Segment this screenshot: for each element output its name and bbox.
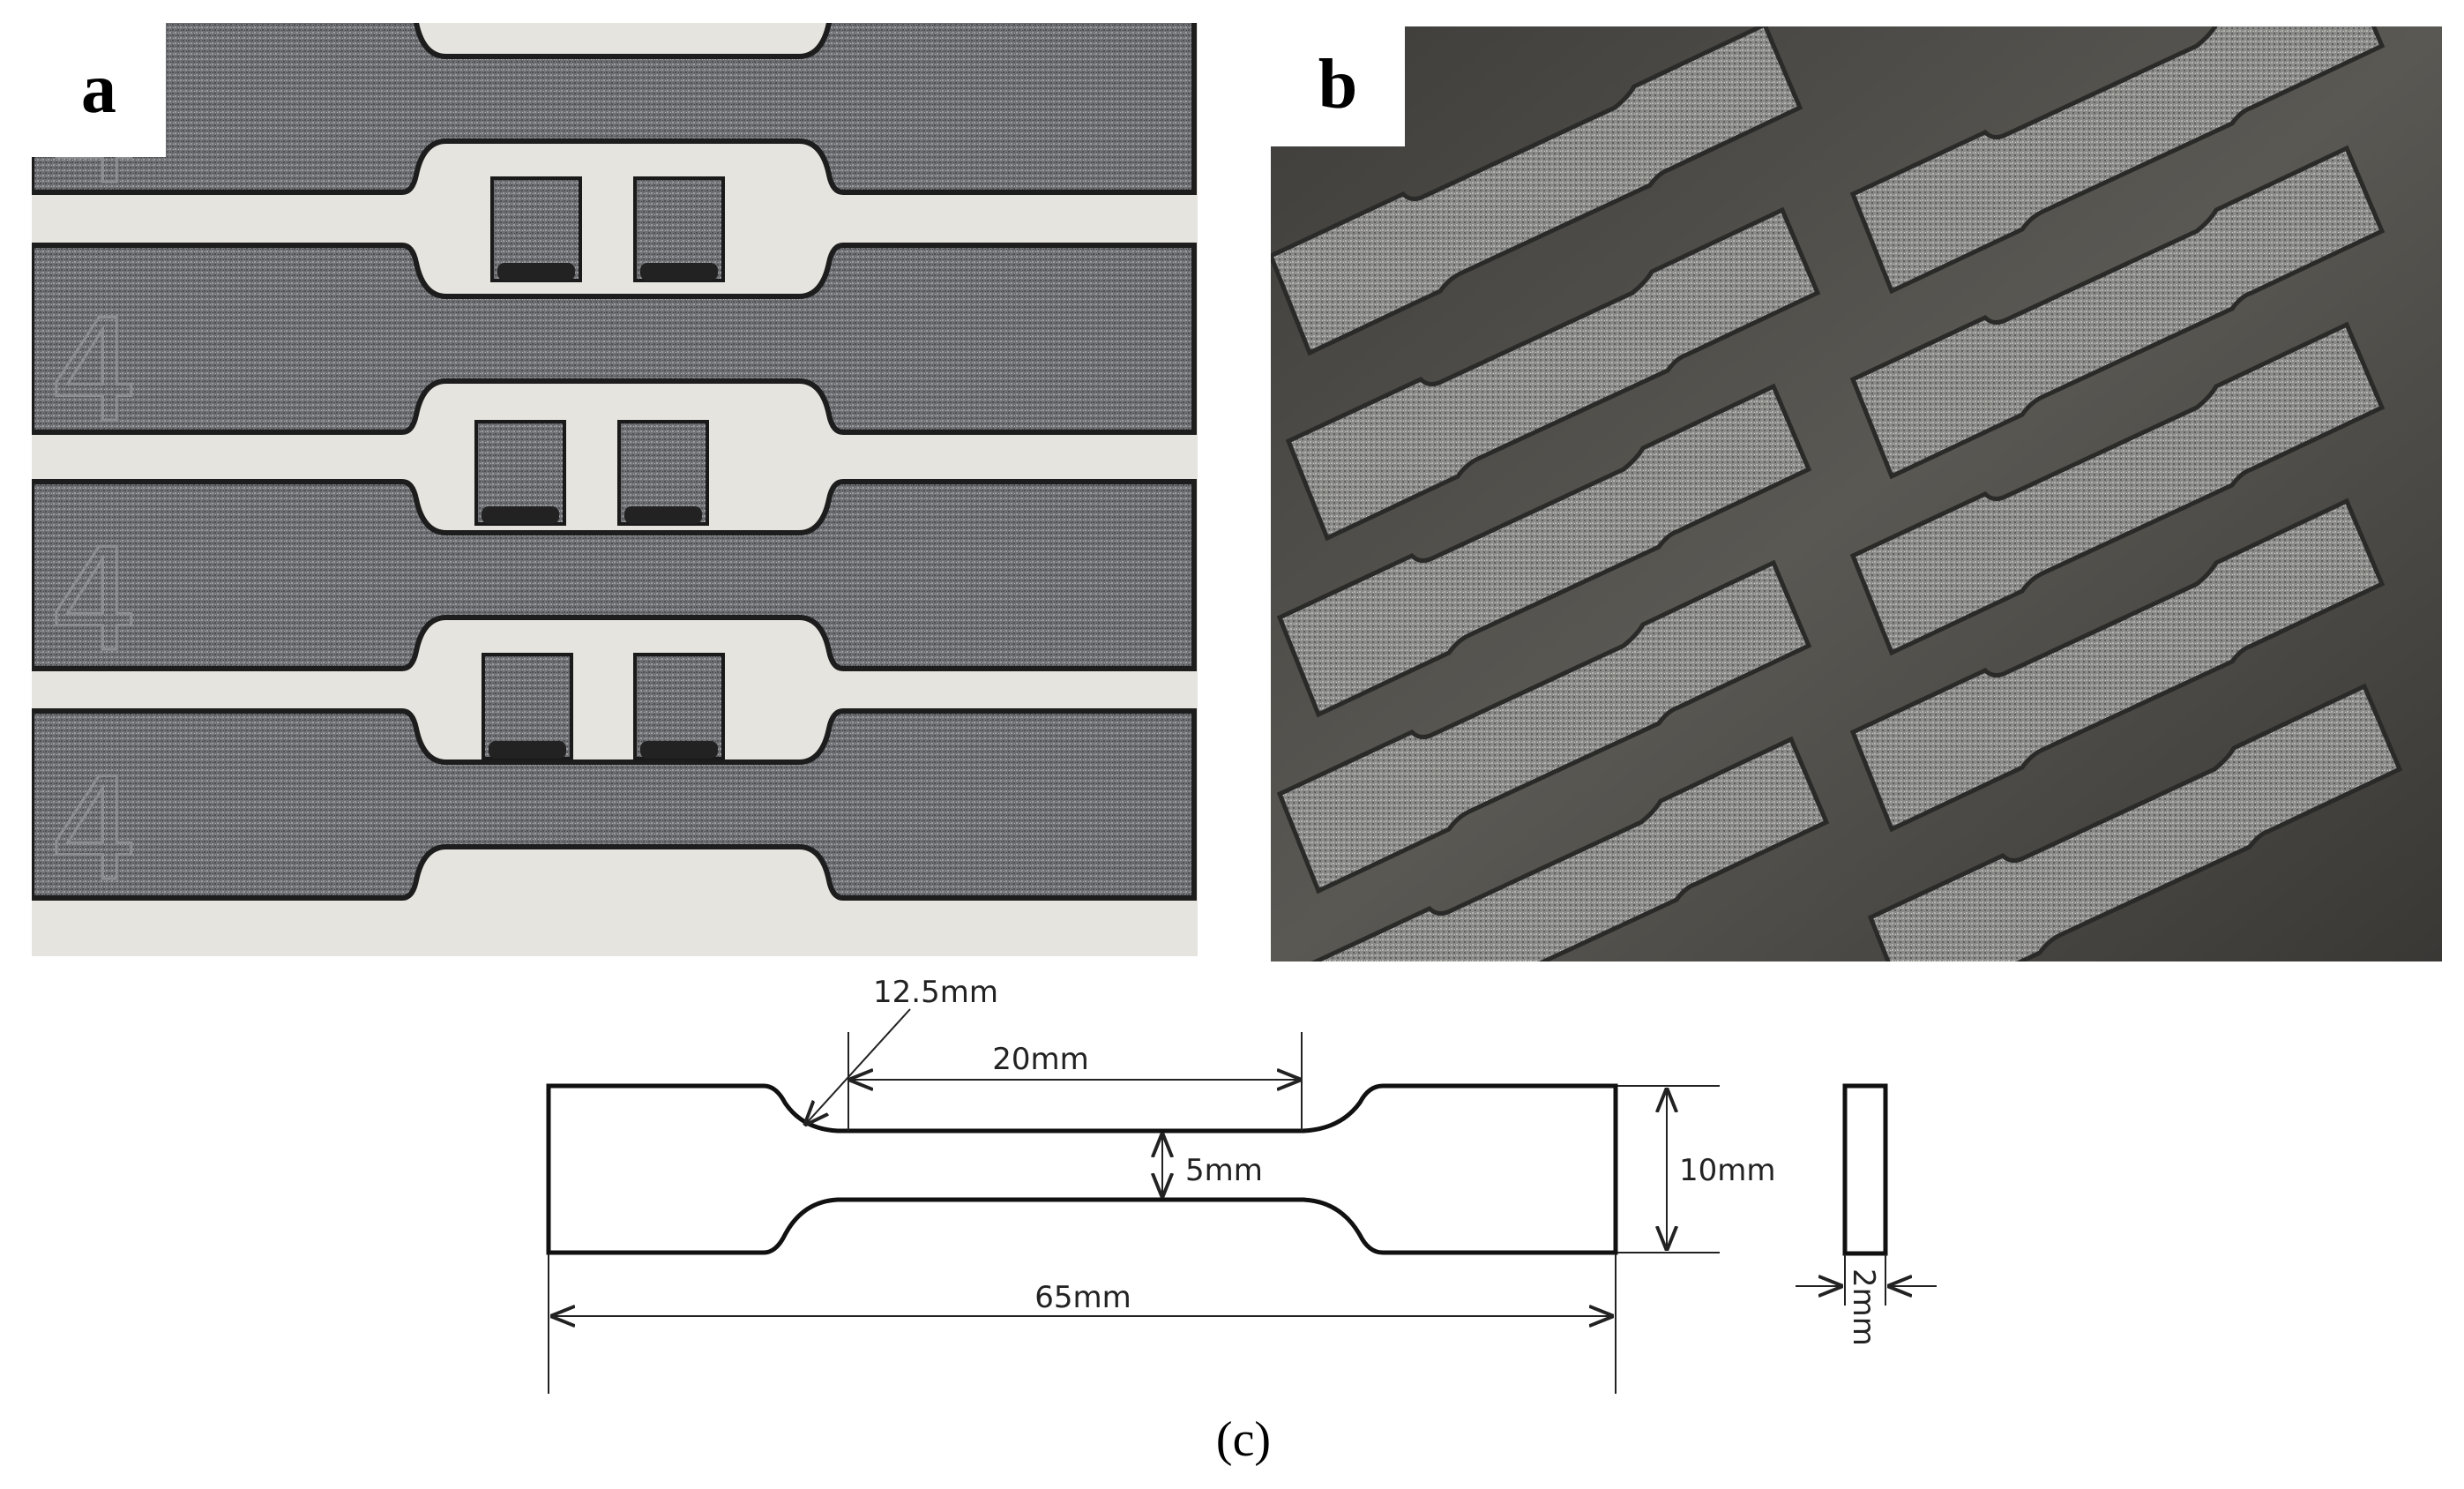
total-length-label: 65mm (1034, 1280, 1131, 1315)
build-plate-photo (1271, 26, 2442, 961)
panel-label-b: b (1271, 26, 1405, 146)
thickness-label: 2mm (1846, 1268, 1881, 1346)
photo-panel-b (1271, 26, 2442, 961)
photo-panel-a: 4 4 4 4 (32, 23, 1198, 956)
gauge-length-label: 20mm (992, 1042, 1089, 1077)
panel-label-a: a (32, 23, 166, 157)
specimen-mark: 4 (49, 747, 139, 912)
printed-specimens-photo: 4 4 4 4 (32, 23, 1198, 914)
specimen-mark: 4 (49, 288, 139, 453)
gauge-width-label: 5mm (1185, 1153, 1263, 1188)
specimen-outline (546, 1083, 1618, 1255)
panel-label-c: (c) (1215, 1412, 1272, 1467)
cross-section-view (1842, 1083, 1888, 1256)
specimen-dimension-drawing: 20mm 12.5mm 5mm 10mm 65mm 2mm (546, 975, 1937, 1394)
grip-width-label: 10mm (1679, 1153, 1776, 1188)
specimen-mark: 4 (49, 518, 139, 683)
fillet-radius-label: 12.5mm (873, 975, 998, 1010)
